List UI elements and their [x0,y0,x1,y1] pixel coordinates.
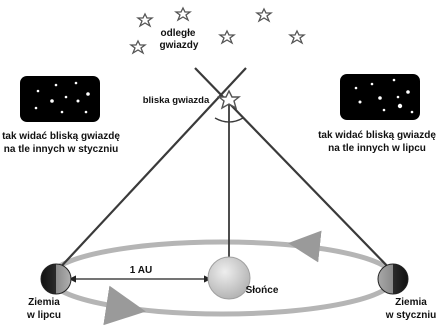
star-icon [255,7,273,23]
star-icon [129,39,147,55]
earth-january-label-line2: w styczniu [385,310,436,321]
caption-right-line2: na tle innych w lipcu [328,143,426,154]
sight-line-july [55,67,247,273]
earth-july [40,263,72,295]
caption-left-line2: na tle innych w styczniu [4,144,118,155]
distant-stars-label-line1: odległe [160,28,195,39]
caption-left-line1: tak widać bliską gwiazdę [2,131,120,142]
sky-panel-left [20,76,100,122]
star-icon [136,12,154,28]
star-icon [218,29,236,45]
sun-label: Słońce [246,285,279,296]
earth-january-label-line1: Ziemia [395,297,427,308]
star-icon [174,6,192,22]
earth-january [377,263,409,295]
orbit-arrow-top [288,230,322,263]
earth-july-label-line2: w lipcu [26,310,61,321]
near-star-icon [217,89,241,110]
distance-label: 1 AU [130,265,152,276]
parallax-angle-arc [214,117,244,123]
near-star-label: bliska gwiazda [143,95,210,106]
sky-panel-right [340,74,420,120]
caption-right-line1: tak widać bliską gwiazdę [318,130,436,141]
earth-july-label-line1: Ziemia [28,297,60,308]
star-icon [288,29,306,45]
distant-stars [129,6,306,55]
sun [207,256,251,300]
orbit-arrow-bottom [103,285,146,325]
distant-stars-label-line2: gwiazdy [160,40,199,51]
